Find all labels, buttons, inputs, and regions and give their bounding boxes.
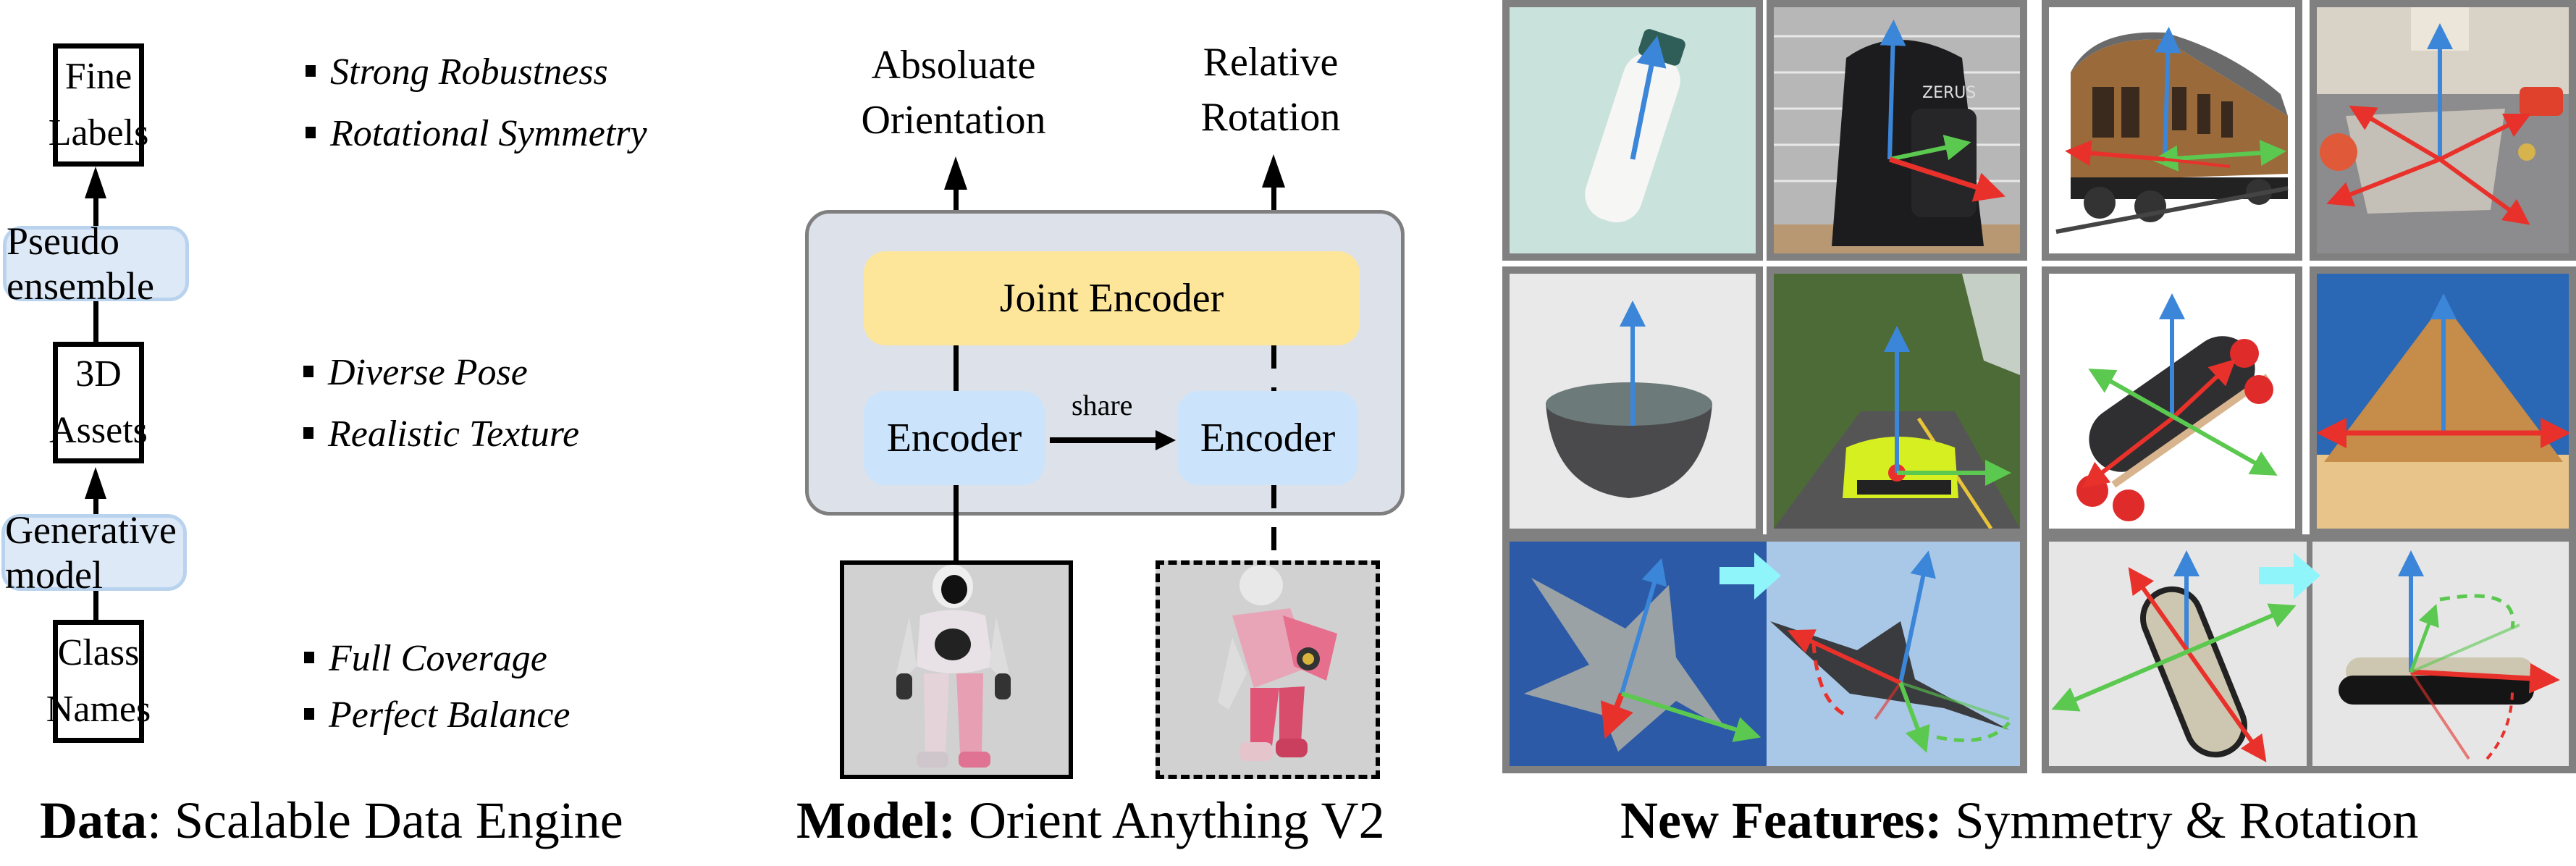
bullet-item: Realistic Texture [303,413,579,455]
input-image-robot-front [840,560,1073,779]
tile-backpack: ZERUS [1767,0,2027,261]
train-illustration [2049,7,2295,253]
bullet-item: Diverse Pose [303,351,528,394]
backpack-logo: ZERUS [1922,84,1976,102]
toybox-illustration [2317,7,2569,253]
bullet-item: Strong Robustness [306,51,608,93]
tile-skateboard [2042,266,2302,536]
arrow-up-icon [1262,154,1285,188]
node-label: Fine [64,56,132,97]
pseudo-ensemble-node: Pseudo ensemble [3,219,189,308]
fine-labels-box: Fine Labels [49,43,148,167]
car-illustration [1774,274,2020,529]
tile-pyramid [2310,266,2576,536]
encoder-right-block: Encoder [1177,391,1358,485]
dashed-connector [1271,345,1276,392]
output-relative-rotation: Relative Rotation [1200,40,1341,140]
connector-line [93,591,98,623]
dashed-connector [1271,485,1276,565]
connector-line [93,492,98,516]
generative-model-node: Generative model [1,508,187,597]
tile-toy-box [2310,0,2576,261]
jet-rotation-illustration [1510,542,2020,766]
features-caption: New Features: Symmetry & Rotation [1620,791,2419,849]
skateboard-rotation-illustration [2049,542,2569,766]
share-arrow [1050,437,1158,443]
node-label: Names [46,689,151,730]
node-label: Labels [48,112,149,154]
bullet-item: Full Coverage [304,637,547,680]
skateboard-illustration [2049,274,2295,529]
node-label: Class [57,632,140,673]
robot-rotated-illustration [1218,565,1337,761]
data-caption: Data: Scalable Data Engine [40,791,623,849]
tile-skateboard-rotation [2042,534,2576,773]
tile-train-carriage [2042,0,2302,261]
connector-line [93,192,98,228]
share-label: share [1072,389,1133,421]
bullet-item: Rotational Symmetry [306,112,647,155]
robot-front-illustration [896,565,1011,768]
model-caption: Model: Orient Anything V2 [796,791,1385,849]
input-image-robot-rotated [1156,560,1380,779]
tile-bowl [1502,266,1763,536]
class-names-box: Class Names [46,620,151,743]
pyramid-illustration [2317,274,2569,529]
bullet-square-icon [303,366,313,378]
tile-fighter-jet-rotation [1502,534,2027,773]
joint-encoder-block: Joint Encoder [864,251,1360,345]
tile-sports-car [1767,266,2027,536]
bottle-illustration [1510,7,1756,253]
bullet-square-icon [306,127,316,139]
bullet-square-icon [304,708,314,720]
connector-line [954,485,959,565]
arrow-up-icon [944,156,967,190]
bullet-square-icon [304,652,314,664]
bowl-illustration [1510,274,1756,529]
bullet-square-icon [303,427,313,440]
backpack-illustration: ZERUS [1774,7,2020,253]
tile-bottle [1502,0,1763,261]
encoder-left-block: Encoder [864,391,1045,485]
connector-line [93,301,98,345]
bullet-item: Perfect Balance [304,694,571,736]
node-label: Assets [49,410,148,451]
connector-line [954,345,959,392]
3d-assets-box: 3D Assets [49,342,148,463]
bullet-square-icon [306,65,316,77]
node-label: 3D [75,353,122,395]
output-absolute-orientation: Absoluate Orientation [861,43,1046,143]
arrow-right-icon [1156,430,1176,450]
